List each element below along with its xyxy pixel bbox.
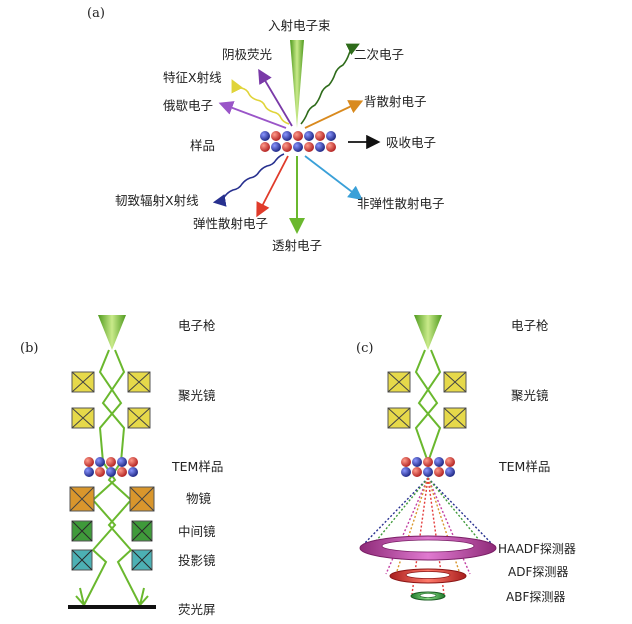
abf-detector bbox=[410, 591, 446, 601]
label-screen-b: 荧光屏 bbox=[178, 602, 216, 617]
objective-lens-b bbox=[69, 486, 155, 512]
condenser-lens-b bbox=[71, 371, 151, 429]
backscatter-arrow bbox=[304, 100, 364, 129]
label-sample: 样品 bbox=[190, 138, 215, 153]
label-condenser-c: 聚光镜 bbox=[511, 388, 549, 403]
panel-b-letter: (b) bbox=[20, 341, 38, 356]
label-sample-b: TEM样品 bbox=[171, 459, 223, 474]
projector-lens-b bbox=[71, 549, 153, 571]
sample-atoms-c bbox=[401, 457, 455, 477]
label-projector-b: 投影镜 bbox=[178, 553, 216, 568]
label-sample-c: TEM样品 bbox=[498, 459, 550, 474]
label-characteristic: 特征X射线 bbox=[163, 70, 222, 85]
label-secondary: 二次电子 bbox=[354, 47, 404, 62]
inelastic-arrow bbox=[304, 155, 363, 201]
intermediate-lens-b bbox=[71, 520, 153, 542]
electron-gun-b bbox=[98, 315, 126, 350]
label-transmitted: 透射电子 bbox=[272, 238, 322, 253]
label-incident-beam: 入射电子束 bbox=[268, 18, 331, 33]
label-cathodo: 阴极荧光 bbox=[222, 47, 272, 62]
elastic-arrow bbox=[256, 155, 289, 218]
label-inelastic: 非弹性散射电子 bbox=[357, 196, 445, 211]
label-condenser-b: 聚光镜 bbox=[178, 388, 216, 403]
panel-b: (b) 电子枪 聚光镜 TEM样品 bbox=[20, 315, 223, 617]
condenser-lens-c bbox=[387, 371, 467, 429]
label-haadf: HAADF探测器 bbox=[498, 542, 576, 556]
label-gun-b: 电子枪 bbox=[178, 318, 216, 333]
label-elastic: 弹性散射电子 bbox=[193, 216, 268, 231]
sample-atoms-b bbox=[84, 457, 138, 477]
panel-c-letter: (c) bbox=[356, 341, 373, 356]
label-intermediate-b: 中间镜 bbox=[178, 524, 216, 539]
bremsstrahlung-arrow bbox=[212, 153, 285, 207]
auger-arrow bbox=[218, 101, 287, 129]
cathodo-arrow bbox=[258, 68, 293, 127]
secondary-electron-arrow bbox=[300, 43, 360, 125]
label-bremsstrahlung: 韧致辐射X射线 bbox=[115, 193, 199, 208]
label-adf: ADF探测器 bbox=[508, 565, 568, 579]
electron-gun-c bbox=[414, 315, 442, 350]
adf-detector bbox=[389, 568, 467, 584]
ray-path-b bbox=[83, 349, 141, 606]
sample-atoms-a bbox=[260, 131, 336, 152]
label-backscatter: 背散射电子 bbox=[364, 94, 427, 109]
panel-a: (a) 入射电子束 二次电子 背散射电子 吸收电子 非弹性散射电子 透射电子 弹… bbox=[87, 6, 445, 253]
panel-a-letter: (a) bbox=[87, 6, 105, 21]
characteristic-xray-arrow bbox=[231, 79, 290, 125]
haadf-detector bbox=[359, 535, 497, 561]
label-auger: 俄歇电子 bbox=[163, 98, 213, 113]
label-objective-b: 物镜 bbox=[186, 491, 212, 506]
panel-c: (c) 电子枪 聚光镜 TEM样品 bbox=[356, 315, 576, 604]
label-gun-c: 电子枪 bbox=[511, 318, 549, 333]
ray-path-c bbox=[414, 349, 442, 463]
incident-beam-cone bbox=[290, 40, 304, 128]
label-abf: ABF探测器 bbox=[506, 590, 565, 604]
label-absorbed: 吸收电子 bbox=[386, 135, 436, 150]
fluorescent-screen bbox=[68, 605, 156, 609]
